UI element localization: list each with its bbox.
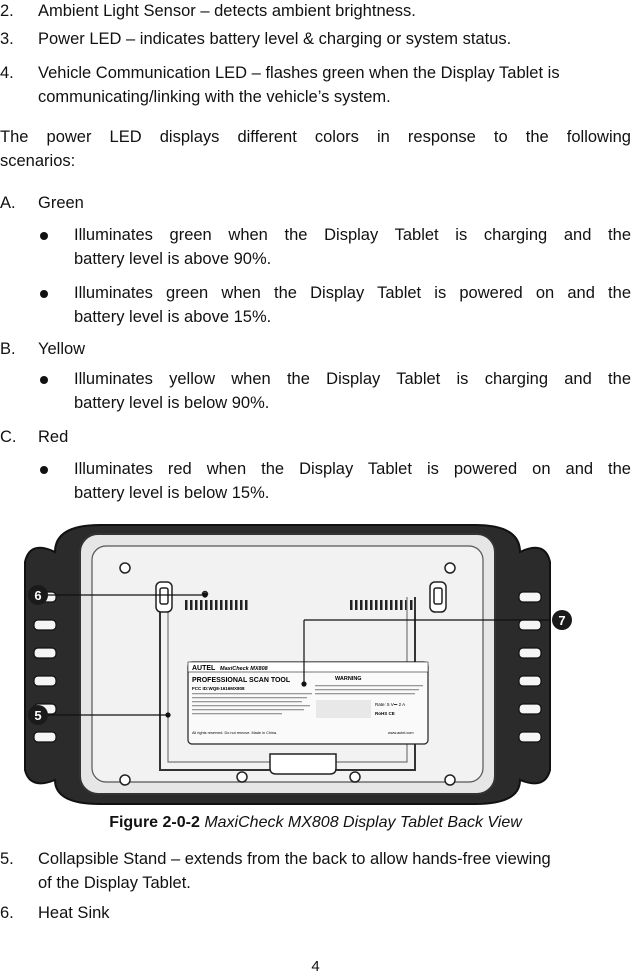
color-name: Green (38, 194, 84, 212)
label-rating: Rate: 5 V⎓ 2 A (375, 702, 405, 707)
bullet-line-1: Illuminates red when the Display Tablet … (74, 460, 631, 478)
label-brand: AUTEL (192, 665, 216, 672)
stand-hinges (155, 581, 447, 613)
figure-caption: Figure 2-0-2 MaxiCheck MX808 Display Tab… (0, 814, 631, 832)
bullet-line-1: Illuminates green when the Display Table… (74, 226, 631, 244)
bullet-line-2: battery level is above 90%. (74, 250, 272, 268)
color-name: Yellow (38, 340, 86, 358)
bullet-icon (40, 290, 48, 298)
caption-bold: Figure 2-0-2 (109, 814, 200, 831)
label-marks: RoHS CE (375, 711, 395, 716)
bullet-green-1: Illuminates green when the Display Table… (0, 224, 631, 272)
color-letter: A. (0, 194, 16, 212)
bullet-icon (40, 466, 48, 474)
label-footer-left: All rights reserved. Do not remove. Made… (192, 731, 277, 735)
item-text-cont: of the Display Tablet. (38, 874, 191, 892)
item-number: 4. (0, 64, 14, 82)
bullet-line-1: Illuminates yellow when the Display Tabl… (74, 370, 631, 388)
label-grey-box (316, 700, 371, 718)
callout-7-label: 7 (558, 613, 565, 628)
color-letter: C. (0, 428, 17, 446)
caption-italic: MaxiCheck MX808 Display Tablet Back View (204, 814, 522, 831)
paragraph-line-1: The power LED displays different colors … (0, 128, 631, 146)
label-model: MaxiCheck MX808 (220, 666, 269, 672)
paragraph-line-2: scenarios: (0, 152, 76, 170)
bottom-connector (269, 753, 337, 775)
item-text: Heat Sink (38, 904, 110, 922)
right-grip-slots (518, 591, 542, 743)
callout-lines (44, 592, 550, 718)
bullet-line-1: Illuminates green when the Display Table… (74, 284, 631, 302)
item-text: Collapsible Stand – extends from the bac… (38, 850, 551, 868)
tablet-back-figure: AUTEL MaxiCheck MX808 WARNING PROFESSION… (24, 524, 572, 805)
bullet-red-1: Illuminates red when the Display Tablet … (0, 458, 631, 506)
label-warning: WARNING (335, 676, 362, 682)
callout-5: 5 (28, 705, 48, 725)
label-footer-right: www.autel.com (388, 731, 414, 735)
bullet-green-2: Illuminates green when the Display Table… (0, 282, 631, 330)
heat-sink-vents-left (185, 600, 248, 610)
label-fcc: FCC ID:WQ8-1616MX808 (192, 686, 245, 691)
item-number: 3. (0, 30, 14, 48)
item-text: Vehicle Communication LED – flashes gree… (38, 64, 560, 82)
heat-sink-vents-right (350, 600, 413, 610)
color-letter: B. (0, 340, 16, 358)
item-text: Power LED – indicates battery level & ch… (38, 30, 512, 48)
item-text-cont: communicating/linking with the vehicle’s… (38, 88, 391, 106)
screws (119, 562, 456, 786)
callout-7: 7 (552, 610, 572, 630)
label-title: PROFESSIONAL SCAN TOOL (192, 677, 291, 684)
item-number: 5. (0, 850, 14, 868)
product-label: AUTEL MaxiCheck MX808 WARNING PROFESSION… (187, 661, 429, 745)
bullet-yellow-1: Illuminates yellow when the Display Tabl… (0, 368, 631, 416)
item-number: 2. (0, 2, 14, 20)
bullet-line-2: battery level is above 15%. (74, 308, 272, 326)
callout-6: 6 (28, 585, 48, 605)
bullet-line-2: battery level is below 15%. (74, 484, 270, 502)
label-fine-print (192, 685, 423, 715)
callout-5-label: 5 (34, 708, 41, 723)
item-text: Ambient Light Sensor – detects ambient b… (38, 2, 416, 20)
page-number: 4 (311, 958, 320, 975)
item-number: 6. (0, 904, 14, 922)
bullet-icon (40, 232, 48, 240)
color-name: Red (38, 428, 69, 446)
bullet-icon (40, 376, 48, 384)
bullet-line-2: battery level is below 90%. (74, 394, 270, 412)
callout-6-label: 6 (34, 588, 41, 603)
